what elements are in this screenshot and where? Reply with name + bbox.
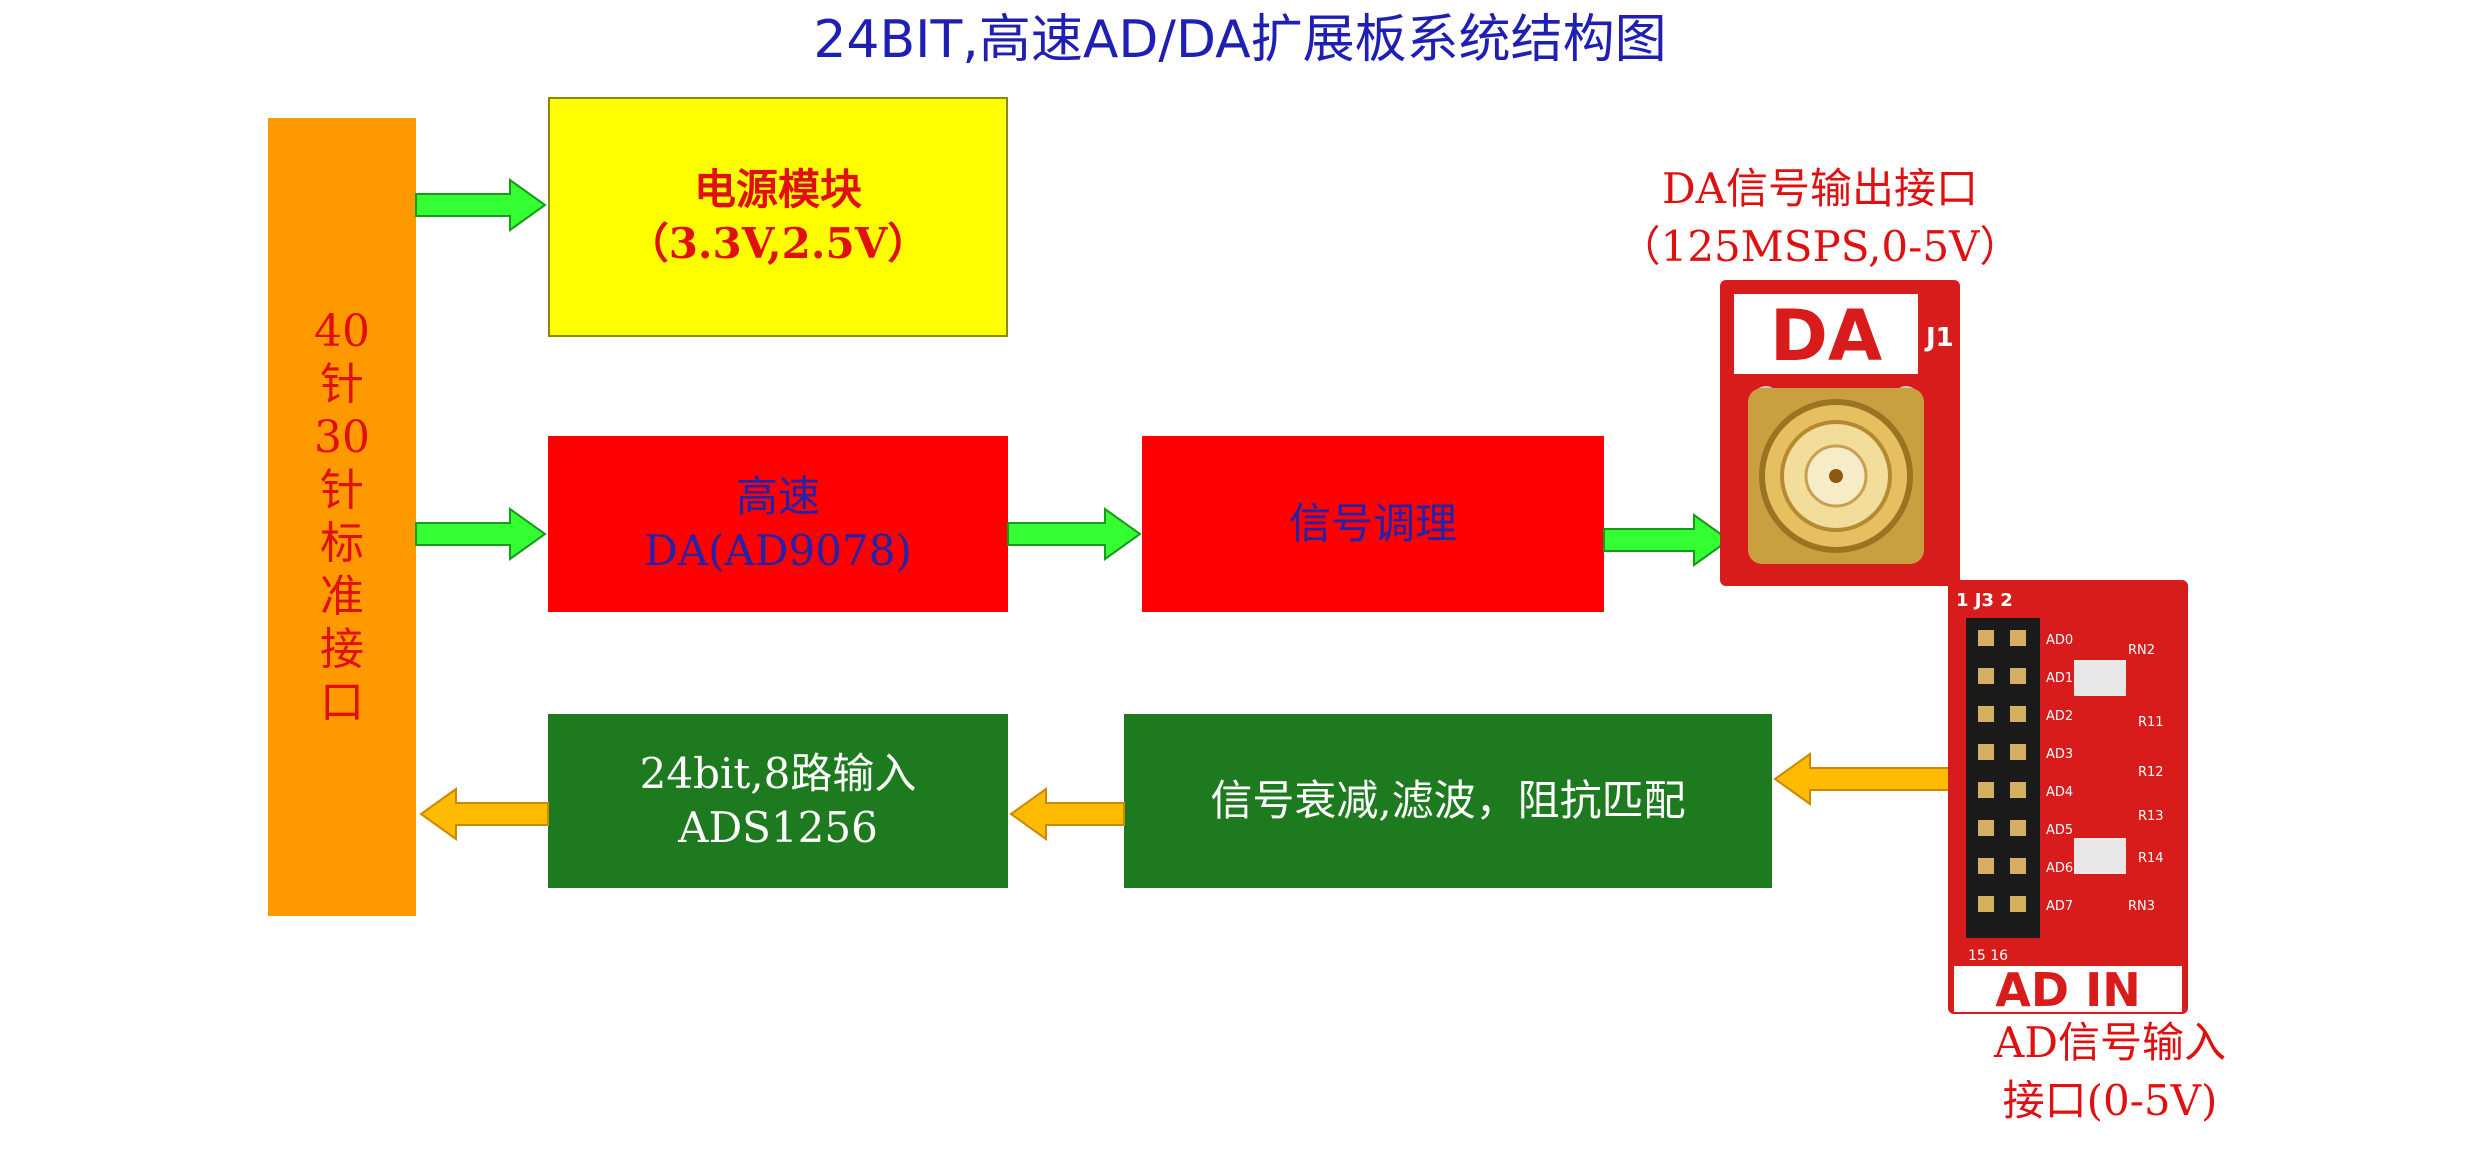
arrow-to-da	[415, 507, 547, 561]
header-pin	[2010, 858, 2026, 874]
header-pin	[1978, 744, 1994, 760]
ad-in-silkscreen-box	[1954, 966, 2182, 1012]
resistor-label: R12	[2138, 765, 2164, 780]
interface-char: 针	[320, 359, 364, 410]
resistor-label: R14	[2138, 851, 2164, 866]
ad-port-label-line2: 接口(0-5V)	[2002, 1076, 2218, 1125]
interface-char: 口	[320, 677, 364, 728]
resistor-label: RN2	[2128, 643, 2155, 658]
arrow-da-to-conditioning	[1007, 507, 1142, 561]
resistor-label: R13	[2138, 809, 2164, 824]
arrow-conditioning-to-da-port	[1603, 513, 1731, 567]
attenuation-filter-label: 信号衰减,滤波，阻抗匹配	[1210, 776, 1686, 825]
adc-block-line1: 24bit,8路输入	[639, 749, 917, 798]
header-pin	[2010, 668, 2026, 684]
adc-block-line2: ADS1256	[678, 803, 878, 852]
interface-char: 针	[320, 465, 364, 516]
da-silkscreen-text: DA	[1770, 295, 1882, 377]
header-pin	[2010, 896, 2026, 912]
diagram-title: 24BIT,高速AD/DA扩展板系统结构图	[813, 10, 1667, 70]
attenuation-filter-block: 信号衰减,滤波，阻抗匹配	[1124, 714, 1772, 888]
header-label: 1 J3 2	[1956, 590, 2013, 611]
header-pin-label: AD0	[2046, 633, 2073, 648]
signal-conditioning-block: 信号调理	[1142, 436, 1604, 612]
interface-bar: 40 针 30 针 标 准 接 口	[268, 118, 416, 916]
high-speed-da-block: 高速 DA(AD9078)	[548, 436, 1008, 612]
da-block-line1: 高速	[735, 472, 820, 521]
power-module-block: 电源模块 （3.3V,2.5V）	[548, 97, 1008, 337]
header-pin	[1978, 782, 1994, 798]
interface-char: 40	[314, 306, 370, 357]
header-pin	[2010, 706, 2026, 722]
signal-conditioning-label: 信号调理	[1288, 499, 1457, 548]
power-module-title: 电源模块	[693, 165, 862, 214]
adc-block: 24bit,8路输入 ADS1256	[548, 714, 1008, 888]
ad-in-silkscreen-text: AD IN	[1995, 963, 2140, 1017]
arrow-adc-to-interface	[419, 787, 549, 841]
header-pin	[1978, 820, 1994, 836]
header-pin-label: AD5	[2046, 823, 2073, 838]
header-pin	[2010, 820, 2026, 836]
sma-center-pin	[1829, 469, 1843, 483]
resistor-label: RN3	[2128, 899, 2155, 914]
interface-char: 标	[320, 518, 364, 569]
da-port-label-line1: DA信号输出接口	[1661, 164, 1978, 213]
header-pin-label: AD7	[2046, 899, 2073, 914]
header-pin	[1978, 668, 1994, 684]
arrow-to-power	[415, 178, 547, 232]
interface-char: 30	[314, 412, 370, 463]
arrow-attenuation-to-adc	[1009, 787, 1125, 841]
pin-header	[1966, 618, 2040, 938]
header-pin	[2010, 782, 2026, 798]
interface-char: 接	[320, 624, 364, 675]
header-pin	[2010, 630, 2026, 646]
interface-char: 准	[320, 571, 364, 622]
resistor-label: R11	[2138, 715, 2164, 730]
header-pin	[1978, 858, 1994, 874]
header-pin	[2010, 744, 2026, 760]
header-pin	[1978, 896, 1994, 912]
header-pin	[1978, 630, 1994, 646]
da-silkscreen-box	[1734, 294, 1918, 374]
da-port-label-line2: （125MSPS,0-5V）	[1618, 222, 2022, 271]
da-designator: J1	[1924, 323, 1954, 353]
header-bottom-label: 15 16	[1968, 948, 2008, 964]
da-port-label: DA信号输出接口 （125MSPS,0-5V）	[1580, 160, 2060, 276]
header-pin-label: AD1	[2046, 671, 2073, 686]
header-pin	[1978, 706, 1994, 722]
arrow-ad-port-to-attenuation	[1773, 752, 1951, 806]
power-module-voltages: （3.3V,2.5V）	[626, 219, 930, 268]
header-pin-label: AD3	[2046, 747, 2073, 762]
da-sma-connector-image: DA J1	[1720, 280, 1960, 586]
da-block-line2: DA(AD9078)	[644, 526, 912, 575]
header-pin-label: AD6	[2046, 861, 2073, 876]
ad-port-label-line1: AD信号输入	[1993, 1018, 2226, 1067]
header-pin-label: AD2	[2046, 709, 2073, 724]
header-pin-label: AD4	[2046, 785, 2073, 800]
ad-port-label: AD信号输入 接口(0-5V)	[1900, 1014, 2320, 1130]
